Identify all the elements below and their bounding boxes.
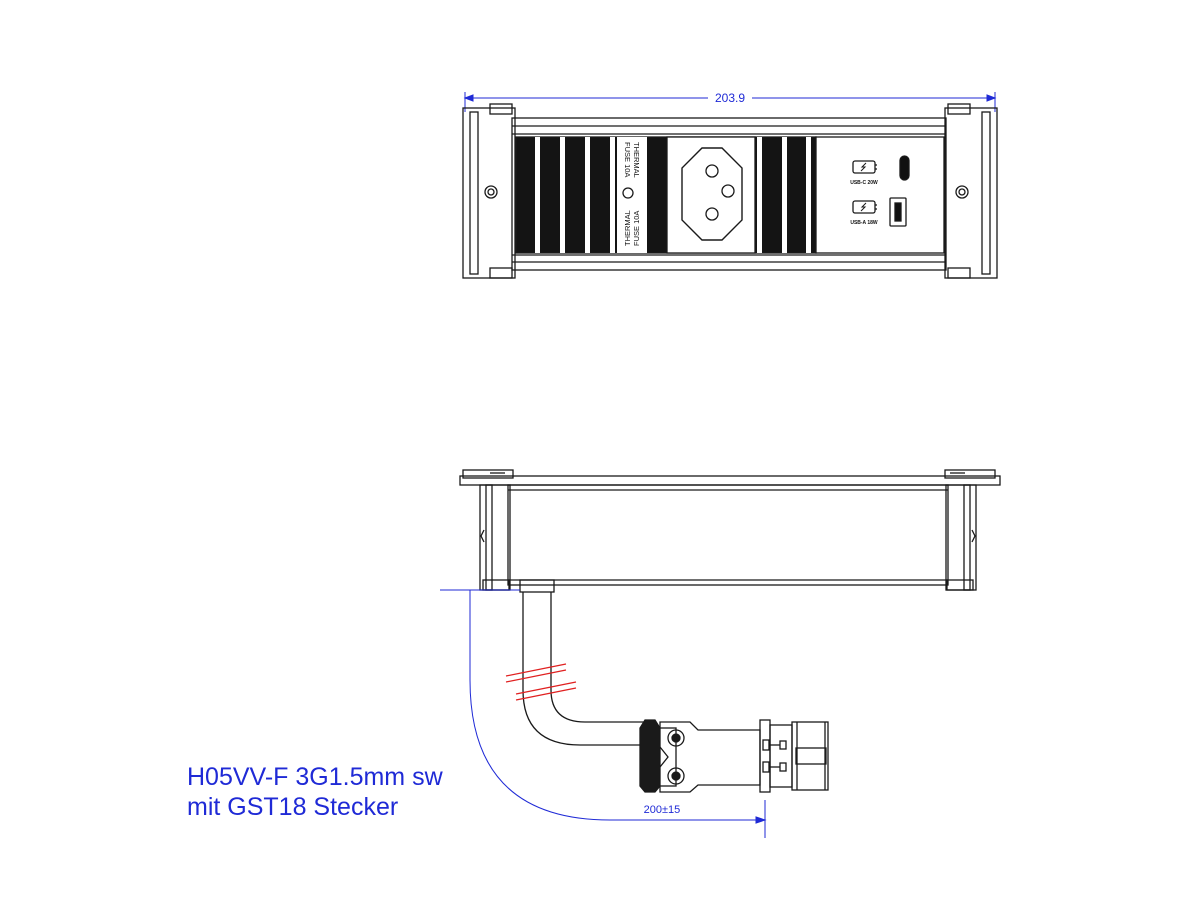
ventilation-slits: [535, 137, 811, 253]
power-cable: [522, 592, 645, 746]
usb-a-charge-icon: [852, 200, 877, 214]
fuse-reset-icon: [622, 187, 634, 199]
left-flange: [462, 107, 516, 279]
right-bracket: [945, 484, 977, 591]
cable-caption-line1: H05VV-F 3G1.5mm sw: [187, 763, 443, 791]
side-view: 200±15: [440, 469, 1001, 838]
side-body: [507, 484, 949, 586]
socket-pin-hole: [721, 184, 735, 198]
usb-c-port: [899, 155, 910, 181]
fuse-label-upper: THERMAL FUSE 10A: [623, 142, 641, 178]
swiss-socket-icon: [681, 147, 743, 241]
left-bracket: [479, 484, 511, 591]
width-dimension: [463, 92, 997, 112]
usb-a-port: [889, 197, 907, 227]
faceplate: [515, 136, 817, 254]
cable-break-mark: [505, 663, 577, 701]
top-view: 203.9: [462, 91, 998, 279]
usb-a-label: USB-A 18W: [850, 220, 878, 226]
top-body: [511, 117, 947, 271]
cable-gland: [519, 579, 555, 593]
usb-c-label: USB-C 20W: [850, 180, 878, 186]
socket-pin-hole: [705, 164, 719, 178]
side-cover: [459, 475, 1001, 486]
svg-text:FUSE 10A: FUSE 10A: [623, 142, 632, 177]
cable-length-dimension: [440, 589, 767, 838]
cable-length-text: 200±15: [644, 804, 681, 816]
usb-panel: [815, 136, 945, 254]
cable-caption-line2: mit GST18 Stecker: [187, 793, 399, 821]
left-screw-icon: [484, 185, 498, 199]
usb-c-charge-icon: [852, 160, 877, 174]
right-screw-icon: [955, 185, 969, 199]
gst18-plug-icon: [639, 719, 829, 793]
right-flange: [944, 107, 998, 279]
socket-pin-hole: [705, 207, 719, 221]
svg-text:FUSE 10A: FUSE 10A: [632, 211, 641, 246]
width-dimension-text: 203.9: [715, 91, 745, 105]
svg-text:THERMAL: THERMAL: [632, 142, 641, 178]
svg-text:THERMAL: THERMAL: [623, 210, 632, 246]
fuse-label-lower: THERMAL FUSE 10A: [623, 210, 641, 246]
cable-caption: H05VV-F 3G1.5mm sw mit GST18 Stecker: [187, 762, 443, 822]
